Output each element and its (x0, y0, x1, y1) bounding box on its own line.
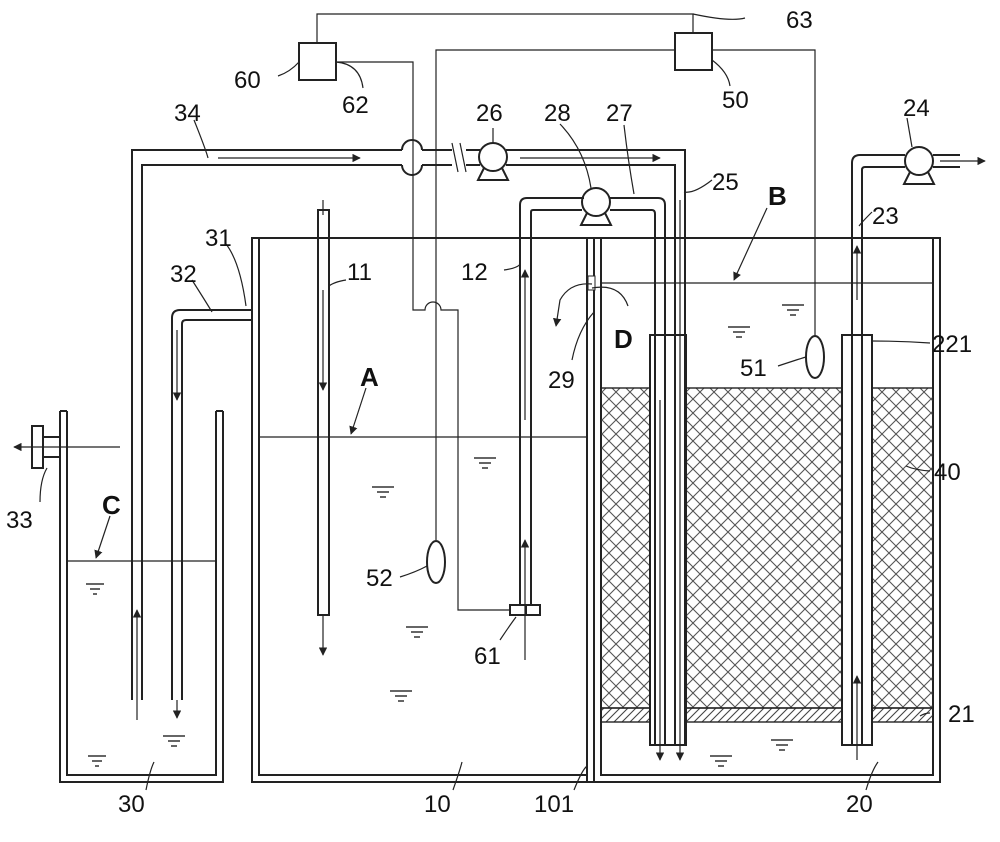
label-A: A (360, 362, 379, 392)
level-arrows (94, 207, 768, 559)
label-21: 21 (948, 701, 975, 728)
label-28: 28 (544, 100, 571, 127)
label-62: 62 (342, 92, 369, 119)
label-23: 23 (872, 203, 899, 230)
label-34: 34 (174, 100, 201, 127)
pipe-12 (519, 197, 584, 660)
label-52: 52 (366, 565, 393, 592)
controller-60 (298, 42, 337, 81)
recycle-29 (552, 275, 629, 327)
label-31: 31 (205, 225, 232, 252)
label-50: 50 (722, 87, 749, 114)
label-32: 32 (170, 261, 197, 288)
labels: 60 62 63 50 34 26 28 27 24 25 23 B 31 32… (6, 7, 975, 818)
label-29: 29 (548, 367, 575, 394)
pipe-32 (171, 309, 252, 719)
pump-24 (902, 146, 936, 185)
label-25: 25 (712, 169, 739, 196)
label-30: 30 (118, 791, 145, 818)
label-60: 60 (234, 67, 261, 94)
probe-51 (805, 335, 825, 379)
label-B: B (768, 181, 787, 211)
label-26: 26 (476, 100, 503, 127)
label-24: 24 (903, 95, 930, 122)
pipe-34 (131, 139, 686, 761)
label-C: C (102, 490, 121, 520)
pipe-23 (851, 154, 986, 760)
probe-52 (426, 540, 446, 584)
label-D: D (614, 324, 633, 354)
label-12: 12 (461, 259, 488, 286)
pipe-27 (610, 197, 666, 761)
label-10: 10 (424, 791, 451, 818)
tank-10 (251, 237, 595, 783)
pump-28 (579, 187, 613, 226)
label-33: 33 (6, 507, 33, 534)
label-101: 101 (534, 791, 574, 818)
label-11: 11 (347, 259, 372, 286)
label-20: 20 (846, 791, 873, 818)
pump-26 (476, 142, 510, 181)
outlet-33 (13, 425, 120, 469)
label-221: 221 (932, 331, 972, 358)
pipe-11 (317, 200, 330, 656)
label-51: 51 (740, 355, 767, 382)
label-40: 40 (934, 459, 961, 486)
leader-lines (39, 13, 931, 791)
label-63: 63 (786, 7, 813, 34)
water-symbols (86, 304, 804, 767)
controller-50 (674, 32, 713, 71)
label-27: 27 (606, 100, 633, 127)
label-61: 61 (474, 643, 501, 670)
diffuser-61 (509, 604, 541, 616)
signal-lines (316, 13, 816, 611)
